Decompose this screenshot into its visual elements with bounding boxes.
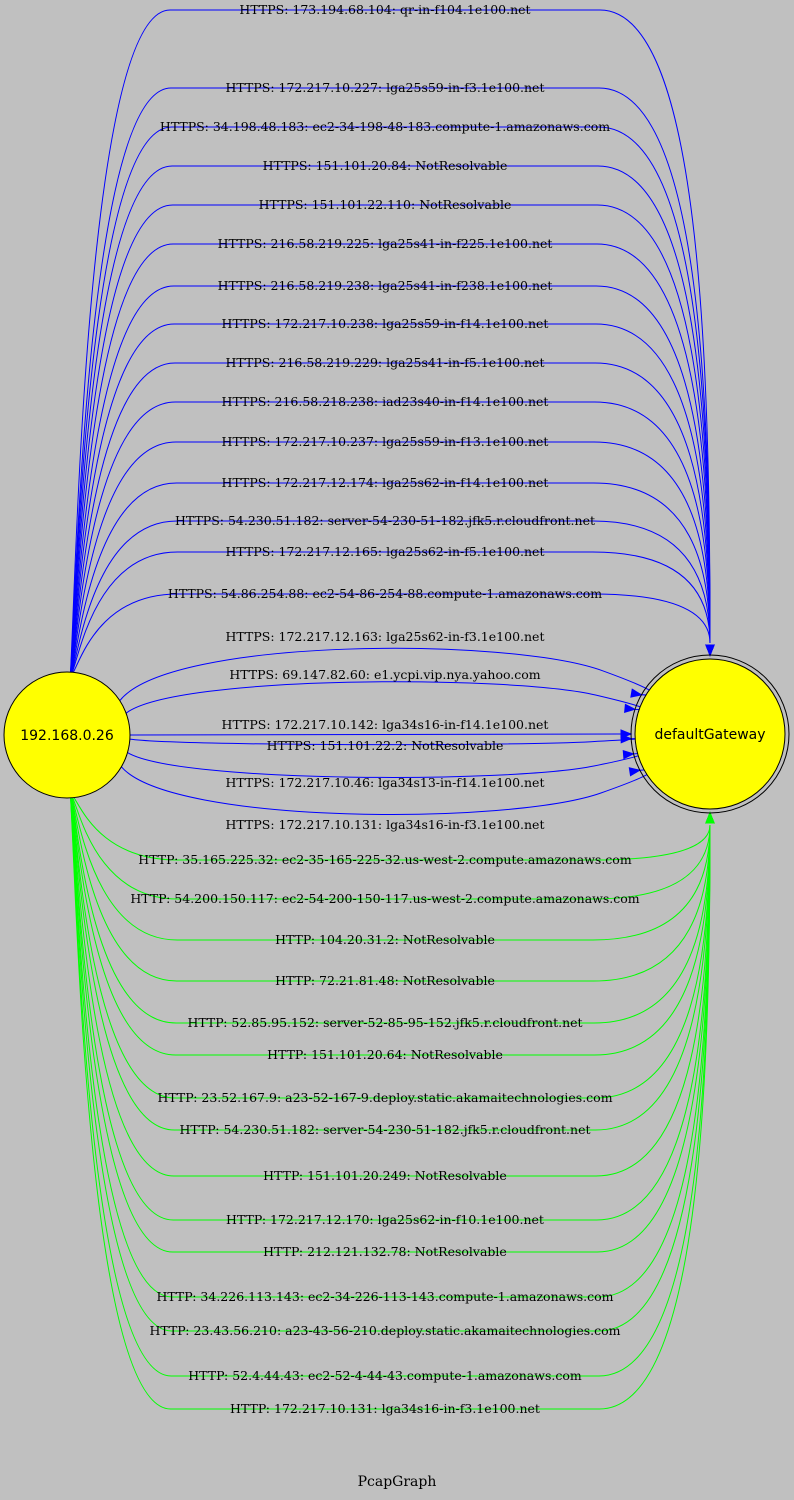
edge-label: HTTPS: 216.58.218.238: iad23s40-in-f14.1…	[222, 394, 549, 409]
edge-line	[66, 323, 711, 683]
edge-https[interactable]	[66, 593, 715, 678]
edge-label: HTTPS: 172.217.10.142: lga34s16-in-f14.1…	[222, 717, 549, 732]
edge-label: HTTP: 23.43.56.210: a23-43-56-210.deploy…	[149, 1323, 620, 1338]
edge-http[interactable]	[66, 781, 715, 1410]
edge-label: HTTPS: 151.101.20.84: NotResolvable	[263, 158, 508, 173]
edge-label: HTTP: 172.217.12.170: lga25s62-in-f10.1e…	[226, 1212, 544, 1227]
edge-label: HTTPS: 151.101.22.2: NotResolvable	[267, 738, 504, 753]
edge-label: HTTP: 151.101.20.64: NotResolvable	[267, 1047, 503, 1062]
edge-label: HTTP: 212.121.132.78: NotResolvable	[263, 1244, 507, 1259]
node-source-circle	[3, 671, 131, 799]
edge-label: HTTP: 104.20.31.2: NotResolvable	[275, 932, 495, 947]
edge-line	[66, 551, 711, 679]
edge-arrowhead	[628, 767, 642, 777]
edge-label: HTTP: 54.230.51.182: server-54-230-51-18…	[179, 1122, 590, 1137]
edge-arrowhead	[630, 688, 643, 698]
edge-label: HTTP: 72.21.81.48: NotResolvable	[275, 973, 495, 988]
edge-label: HTTPS: 172.217.10.131: lga34s16-in-f3.1e…	[226, 817, 545, 832]
edge-arrowhead	[705, 644, 715, 657]
node-target-label: defaultGateway	[654, 727, 765, 743]
edge-line	[66, 789, 711, 1056]
edge-arrowhead	[705, 811, 715, 824]
edge-label: HTTP: 172.217.10.131: lga34s16-in-f3.1e1…	[230, 1401, 540, 1416]
edge-line	[66, 792, 711, 900]
edge-label: HTTPS: 172.217.10.46: lga34s13-in-f14.1e…	[226, 775, 545, 790]
edge-label: HTTPS: 172.217.10.238: lga25s59-in-f14.1…	[222, 316, 549, 331]
edge-arrowhead	[622, 749, 635, 760]
edge-label: HTTP: 151.101.20.249: NotResolvable	[263, 1168, 507, 1183]
edge-line	[66, 781, 711, 1410]
edge-line	[66, 441, 711, 681]
edge-line	[66, 285, 711, 684]
edge-label: HTTPS: 172.217.12.165: lga25s62-in-f5.1e…	[226, 544, 545, 559]
edge-line	[66, 786, 711, 1177]
edge-label: HTTPS: 216.58.219.238: lga25s41-in-f238.…	[218, 278, 553, 293]
edge-line	[66, 793, 711, 861]
node-target-circle	[634, 658, 786, 810]
edge-label: HTTP: 52.85.95.152: server-52-85-95-152.…	[187, 1015, 582, 1030]
edge-line	[66, 482, 711, 680]
edge-label: HTTPS: 172.217.12.163: lga25s62-in-f3.1e…	[226, 629, 545, 644]
edge-line	[66, 9, 711, 690]
edge-line	[66, 362, 711, 683]
edge-line	[129, 733, 622, 736]
edge-label: HTTPS: 172.217.12.174: lga25s62-in-f14.1…	[222, 475, 549, 490]
edge-label: HTTP: 54.200.150.117: ec2-54-200-150-117…	[130, 891, 639, 906]
edge-label: HTTPS: 172.217.10.227: lga25s59-in-f3.1e…	[226, 80, 545, 95]
edge-label: HTTP: 23.52.167.9: a23-52-167-9.deploy.s…	[157, 1090, 612, 1105]
edge-label: HTTP: 35.165.225.32: ec2-35-165-225-32.u…	[138, 852, 632, 867]
edge-labels-layer: HTTPS: 173.194.68.104: qr-in-f104.1e100.…	[130, 2, 639, 1416]
edge-line	[66, 520, 711, 679]
edge-label: HTTPS: 173.194.68.104: qr-in-f104.1e100.…	[239, 2, 530, 17]
node-target[interactable]: defaultGateway	[630, 654, 790, 814]
edge-line	[66, 791, 711, 941]
edge-label: HTTPS: 34.198.48.183: ec2-34-198-48-183.…	[160, 119, 610, 134]
edge-line	[66, 401, 711, 682]
edge-label: HTTPS: 216.58.219.225: lga25s41-in-f225.…	[218, 236, 553, 251]
edge-label: HTTPS: 172.217.10.237: lga25s59-in-f13.1…	[222, 434, 549, 449]
edge-arrowhead	[620, 734, 633, 744]
edge-label: HTTPS: 216.58.219.229: lga25s41-in-f5.1e…	[226, 355, 545, 370]
edge-line	[66, 789, 711, 1024]
edge-label: HTTPS: 54.230.51.182: server-54-230-51-1…	[175, 513, 595, 528]
edge-label: HTTPS: 69.147.82.60: e1.ycpi.vip.nya.yah…	[229, 667, 540, 682]
edge-line	[66, 593, 711, 678]
edge-label: HTTPS: 54.86.254.88: ec2-54-86-254-88.co…	[168, 586, 602, 601]
node-source[interactable]: 192.168.0.26	[3, 671, 131, 799]
edge-label: HTTP: 52.4.44.43: ec2-52-4-44-43.compute…	[188, 1368, 582, 1383]
edge-arrowhead	[624, 703, 637, 714]
edge-label: HTTPS: 151.101.22.110: NotResolvable	[259, 197, 512, 212]
node-source-label: 192.168.0.26	[20, 728, 114, 744]
graph-title: PcapGraph	[358, 1474, 437, 1490]
edge-label: HTTP: 34.226.113.143: ec2-34-226-113-143…	[156, 1289, 613, 1304]
edge-line	[66, 787, 711, 1131]
edge-line	[66, 790, 711, 982]
node-target-outer-ring	[630, 654, 790, 814]
